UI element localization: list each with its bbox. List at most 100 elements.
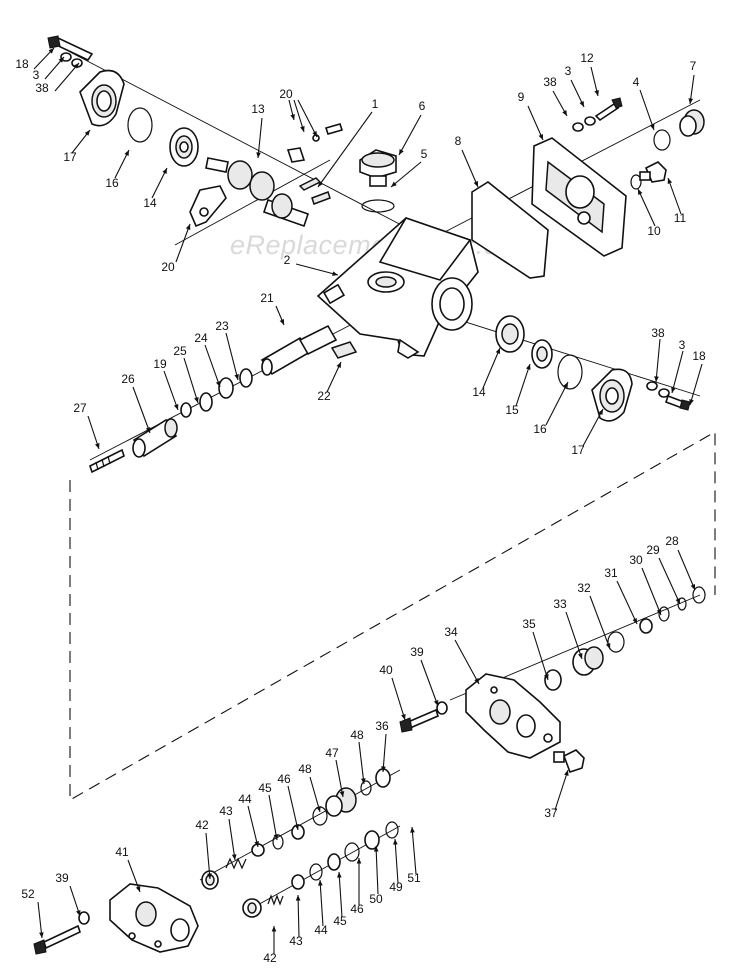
- leader-line: [335, 759, 344, 798]
- leader-line: [411, 826, 417, 875]
- part-39-washer-upper: [436, 701, 448, 715]
- callout-label-36: 36: [375, 719, 389, 733]
- part-43-spring: [225, 857, 247, 870]
- callout-label-39: 39: [410, 645, 424, 659]
- callout-label-13: 13: [251, 102, 265, 116]
- part-39-washer-lower: [78, 911, 90, 925]
- part-24-seal: [218, 377, 234, 399]
- leader-line: [641, 567, 662, 616]
- callout-label-32: 32: [577, 581, 591, 595]
- arrowhead: [290, 114, 295, 120]
- callout-label-34: 34: [444, 625, 458, 639]
- part-22-pin: [330, 341, 358, 359]
- leader-line: [391, 677, 406, 721]
- callout-label-16: 16: [105, 176, 119, 190]
- arrowhead: [271, 926, 277, 932]
- arrowhead: [254, 841, 259, 847]
- callout-label-44: 44: [238, 792, 252, 806]
- arrowhead: [656, 609, 662, 615]
- callout-label-42: 42: [195, 818, 209, 832]
- callout-label-26: 26: [121, 372, 135, 386]
- leader-line: [151, 167, 168, 199]
- leader-line: [671, 350, 684, 394]
- arrowhead: [391, 181, 397, 187]
- leader-line: [297, 99, 318, 138]
- leader-line: [54, 62, 80, 92]
- part-51-oring: [385, 821, 399, 839]
- part-18-bolt-lower: [664, 394, 691, 411]
- arrowhead: [279, 319, 285, 325]
- part-37-plug: [553, 749, 585, 774]
- callout-label-16: 16: [533, 422, 547, 436]
- callout-label-4: 4: [633, 75, 640, 89]
- callout-label-38: 38: [543, 75, 557, 89]
- leader-line: [87, 415, 100, 450]
- callout-label-37: 37: [544, 806, 558, 820]
- arrowhead: [316, 806, 321, 812]
- leader-line: [554, 769, 569, 811]
- leader-line: [287, 785, 299, 831]
- leader-line: [527, 105, 544, 141]
- callout-labels: 1833817161413201206589383124710112212324…: [15, 51, 706, 965]
- leader-line: [582, 408, 604, 447]
- leader-line: [515, 363, 531, 407]
- part-30-ring: [658, 606, 670, 622]
- callout-label-22: 22: [317, 389, 331, 403]
- arrowhead: [336, 362, 341, 368]
- leader-line: [655, 338, 661, 383]
- arrowhead: [312, 131, 317, 137]
- callout-label-3: 3: [33, 68, 40, 82]
- part-31-spacer: [639, 618, 653, 634]
- arrowhead: [339, 791, 345, 797]
- part-44-valve-lower: [291, 874, 305, 890]
- part-21-plunger: [260, 324, 338, 376]
- callout-label-41: 41: [115, 845, 129, 859]
- callout-label-20: 20: [161, 260, 175, 274]
- arrowhead: [495, 348, 500, 354]
- arrowhead: [185, 224, 191, 230]
- arrowhead: [538, 134, 543, 140]
- arrowhead: [256, 152, 261, 158]
- arrowhead: [300, 126, 305, 132]
- callout-label-18: 18: [692, 349, 706, 363]
- arrowhead: [526, 364, 531, 370]
- callout-label-20: 20: [279, 87, 293, 101]
- leader-line: [461, 149, 479, 188]
- callout-label-9: 9: [518, 90, 525, 104]
- arrowhead: [654, 376, 659, 382]
- callout-label-10: 10: [647, 224, 661, 238]
- arrowhead: [95, 443, 100, 449]
- leader-line: [132, 386, 151, 434]
- arrowhead: [337, 872, 342, 878]
- leader-line: [358, 741, 365, 785]
- callout-label-28: 28: [665, 534, 679, 548]
- arrowhead: [433, 700, 439, 706]
- callout-label-48: 48: [350, 728, 364, 742]
- callout-label-46: 46: [277, 772, 291, 786]
- leader-line: [565, 611, 583, 660]
- part-48-ring-a: [360, 780, 372, 796]
- leader-line: [295, 263, 339, 276]
- leader-arrows: [33, 47, 703, 954]
- callout-label-40: 40: [379, 663, 393, 677]
- callout-label-19: 19: [153, 357, 167, 371]
- callout-label-30: 30: [629, 553, 643, 567]
- callout-label-17: 17: [63, 150, 77, 164]
- part-3-washer: [60, 52, 72, 62]
- callout-label-31: 31: [604, 566, 618, 580]
- arrowhead: [605, 643, 611, 649]
- arrowhead: [356, 858, 362, 864]
- callout-label-3: 3: [679, 338, 686, 352]
- leader-line: [204, 344, 221, 388]
- part-52-bolt: [33, 924, 81, 955]
- callout-label-50: 50: [369, 892, 383, 906]
- callout-label-25: 25: [173, 344, 187, 358]
- leader-line: [225, 332, 239, 381]
- arrowhead: [124, 150, 129, 156]
- arrowhead: [231, 854, 237, 860]
- arrowhead: [73, 63, 79, 69]
- callout-label-18: 18: [15, 57, 29, 71]
- part-17-end-cover: [79, 69, 125, 127]
- part-16-oring: [127, 107, 153, 143]
- callout-label-12: 12: [580, 51, 594, 65]
